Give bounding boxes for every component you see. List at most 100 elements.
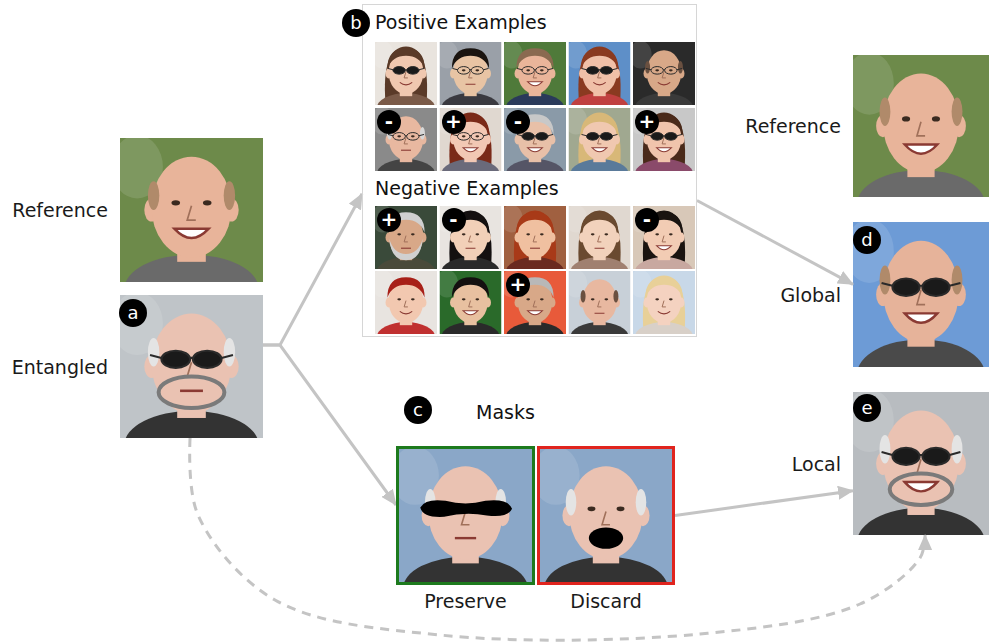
sign-marker: -: [635, 208, 659, 232]
mouth: [530, 248, 540, 249]
glasses-lens: [665, 67, 677, 75]
eye: [604, 233, 608, 235]
mouth: [595, 313, 605, 314]
face-shape: [883, 411, 959, 511]
face-shape: [151, 157, 231, 258]
face-shape: [883, 241, 959, 343]
glasses-frame: [882, 283, 961, 286]
glasses-frame: [453, 134, 489, 135]
eye: [411, 135, 415, 137]
mouth: [400, 311, 412, 314]
mouth: [466, 84, 476, 85]
callout-letter: a: [119, 299, 147, 327]
hair-fringe: [224, 338, 235, 367]
photo-background: [853, 222, 989, 367]
eye: [604, 298, 608, 300]
face-picture: [440, 206, 502, 269]
face-picture: [504, 206, 566, 269]
glasses-frame: [453, 68, 489, 69]
highlight-ring: [159, 377, 225, 408]
entangled-image: aEntangled: [120, 295, 263, 438]
mouth: [174, 229, 208, 238]
masks-group: cMasksPreserveDiscard: [396, 395, 675, 615]
callout-letter: e: [853, 394, 881, 422]
glasses-lens: [471, 133, 483, 141]
glasses-lens: [651, 67, 663, 75]
hair-fringe: [880, 266, 891, 295]
eye: [526, 69, 530, 71]
sunglasses-lens: [600, 133, 612, 141]
eye: [669, 298, 673, 300]
preserve-mask: Preserve: [396, 446, 535, 585]
nose: [187, 206, 196, 220]
hair-cap: [645, 277, 682, 297]
glasses-frame: [882, 452, 961, 455]
illustration: [111, 4, 989, 621]
sign-marker: -: [442, 208, 466, 232]
eye: [475, 233, 479, 235]
hair-fringe: [952, 435, 963, 464]
eye: [411, 233, 415, 235]
mouth: [905, 482, 938, 491]
face-picture: [399, 449, 532, 582]
eye: [475, 135, 479, 137]
face-picture: [853, 55, 989, 197]
sign-marker: +: [635, 110, 659, 134]
eye: [932, 116, 940, 121]
hair-fringe: [613, 290, 618, 303]
mouth: [905, 144, 938, 153]
mouth: [455, 537, 476, 539]
hair-fringe: [952, 98, 963, 126]
glasses-lens: [457, 133, 469, 141]
nose: [533, 301, 537, 307]
hair-fringe: [420, 127, 425, 140]
sign-marker: +: [506, 273, 530, 297]
face-shape: [569, 466, 643, 559]
glasses-frame: [646, 68, 682, 69]
face-picture: [540, 449, 672, 582]
eye: [655, 298, 659, 300]
face-picture: [375, 271, 437, 334]
face-picture: [633, 206, 695, 269]
face-picture: [633, 271, 695, 334]
sunglasses-lens: [161, 351, 190, 368]
nose: [533, 236, 537, 242]
nose: [598, 236, 602, 242]
hair-fringe: [678, 61, 683, 74]
hair-fringe: [148, 338, 159, 367]
sign-marker: -: [377, 110, 401, 134]
eye: [462, 135, 466, 137]
mouth: [463, 311, 478, 315]
photo-background: [504, 108, 566, 171]
photo-background: [633, 206, 695, 269]
eye: [588, 506, 596, 511]
eye: [526, 233, 530, 235]
hair-fringe: [645, 61, 650, 74]
image-label: Reference: [745, 115, 841, 138]
connectors: [190, 194, 925, 640]
face-picture: [375, 108, 437, 171]
mouth: [593, 82, 605, 85]
mouth: [905, 313, 938, 322]
glasses-lens: [536, 67, 548, 75]
nose: [404, 301, 408, 307]
nose: [662, 236, 666, 242]
sunglasses-lens: [665, 133, 677, 141]
dashed-arrow: [190, 438, 925, 640]
eye: [397, 233, 401, 235]
nose: [469, 301, 473, 307]
face-picture: [375, 42, 437, 105]
mouth: [180, 390, 203, 393]
sunglasses-lens: [892, 448, 919, 465]
hair-fringe: [566, 489, 577, 516]
global-result-image: dGlobal: [853, 222, 989, 367]
eye: [902, 116, 910, 121]
eye: [669, 233, 673, 235]
image-label: Local: [792, 452, 841, 475]
face-picture: [120, 138, 263, 282]
image-label: Reference: [12, 199, 108, 222]
eye: [540, 298, 544, 300]
glasses-lens: [457, 67, 469, 75]
mouth: [528, 148, 543, 152]
hair-cap: [452, 277, 489, 297]
